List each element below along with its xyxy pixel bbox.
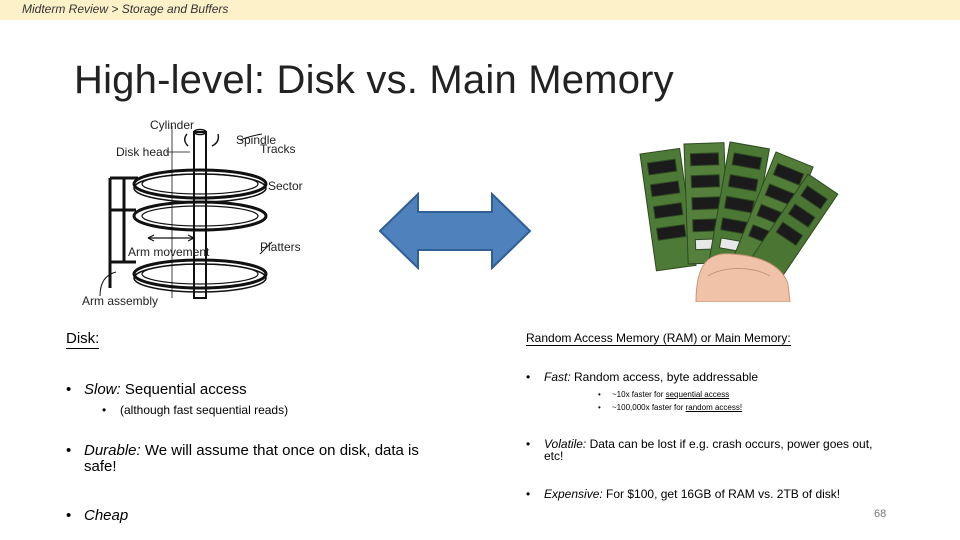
disk-bullet-durable: •Durable: We will assume that once on di… bbox=[66, 442, 419, 459]
page-number: 68 bbox=[874, 508, 887, 520]
disk-subbullet: •(although fast sequential reads) bbox=[102, 403, 289, 417]
ram-bullet-fast: •Fast: Random access, byte addressable bbox=[526, 370, 759, 384]
label-cylinder: Cylinder bbox=[150, 118, 195, 132]
slide-title: High-level: Disk vs. Main Memory bbox=[74, 58, 674, 102]
disk-bullet-cheap: •Cheap bbox=[66, 507, 129, 524]
ram-modules-image bbox=[612, 134, 850, 303]
header-bar bbox=[0, 0, 960, 20]
ram-bullet-expensive: •Expensive: For $100, get 16GB of RAM vs… bbox=[526, 487, 841, 501]
ram-heading: Random Access Memory (RAM) or Main Memor… bbox=[526, 331, 791, 346]
disk-drawing bbox=[99, 126, 273, 299]
disk-bullet-slow: •Slow: Sequential access bbox=[66, 381, 247, 398]
breadcrumb: Midterm Review > Storage and Buffers bbox=[22, 2, 229, 16]
label-platters: Platters bbox=[260, 240, 301, 254]
ram-subbullet-sequential: •~10x faster for sequential access bbox=[598, 390, 730, 399]
label-arm-movement: Arm movement bbox=[128, 245, 210, 259]
ram-bullet-volatile-cont: etc! bbox=[544, 449, 564, 463]
label-sector: Sector bbox=[268, 179, 303, 193]
label-tracks: Tracks bbox=[260, 142, 296, 156]
disk-heading: Disk: bbox=[66, 330, 100, 349]
label-arm-assembly: Arm assembly bbox=[82, 294, 159, 308]
label-disk-head: Disk head bbox=[116, 145, 170, 159]
ram-subbullet-random: •~100,000x faster for random access! bbox=[598, 403, 743, 412]
ram-bullet-volatile: •Volatile: Data can be lost if e.g. cras… bbox=[526, 437, 873, 451]
disk-diagram: Cylinder Spindle Tracks Disk head Sector… bbox=[82, 112, 320, 324]
label-spindle: Spindle bbox=[236, 133, 277, 147]
double-arrow-icon bbox=[378, 191, 532, 271]
disk-bullet-durable-cont: safe! bbox=[84, 458, 117, 475]
